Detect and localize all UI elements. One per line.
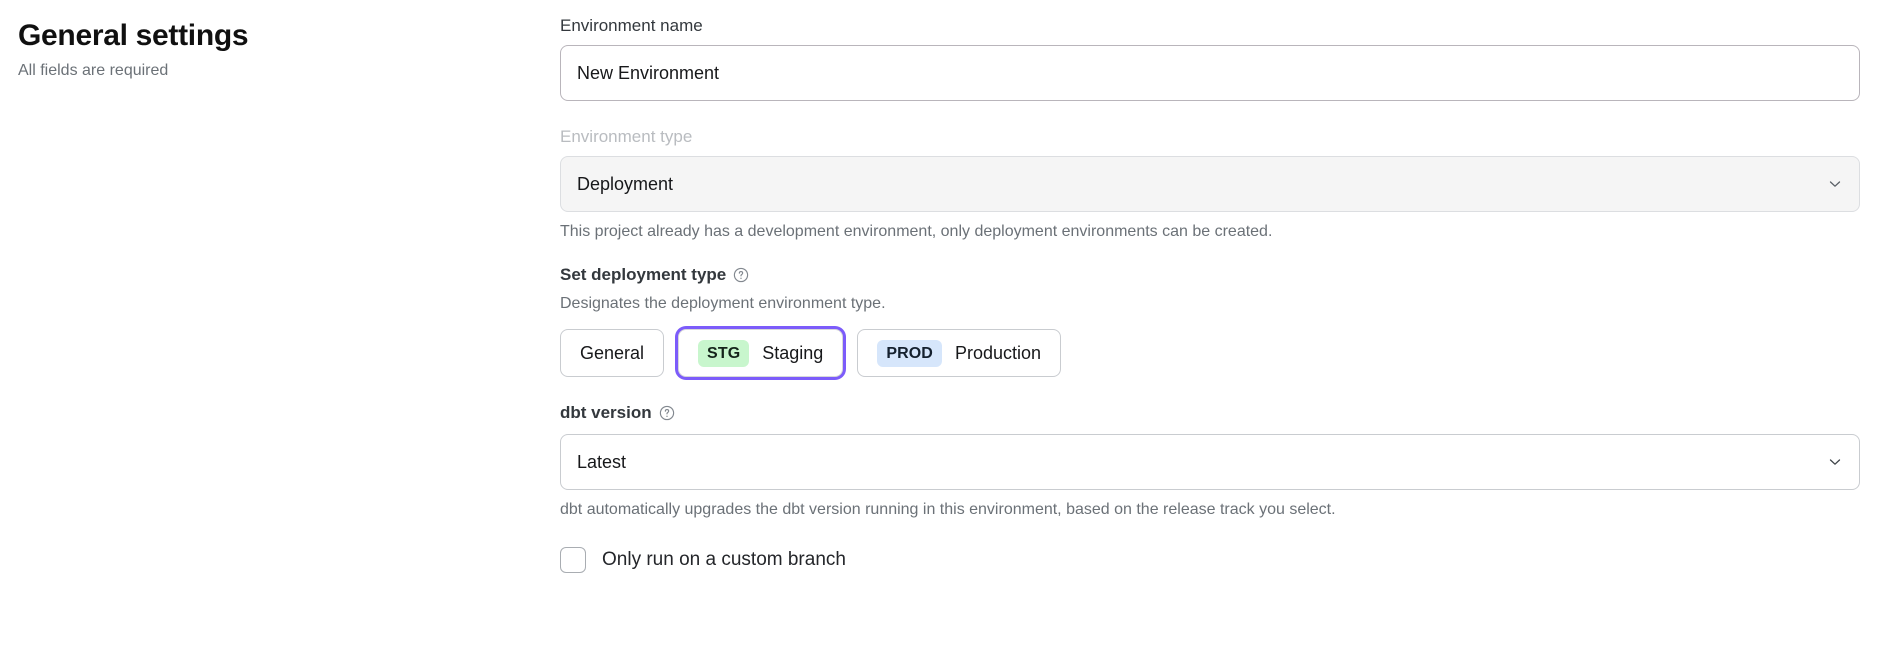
staging-badge: STG [698, 339, 750, 367]
deployment-type-option-staging-label: Staging [762, 342, 824, 363]
question-circle-icon[interactable] [659, 405, 675, 421]
deployment-type-option-staging[interactable]: STG Staging [678, 329, 844, 377]
deployment-type-option-general[interactable]: General [560, 329, 665, 377]
deployment-type-option-general-label: General [580, 342, 645, 363]
custom-branch-row[interactable]: Only run on a custom branch [560, 547, 1860, 573]
chevron-down-icon [1827, 454, 1843, 470]
dbt-version-value: Latest [577, 451, 627, 472]
dbt-version-heading: dbt version [560, 401, 1860, 425]
deployment-type-heading: Set deployment type [560, 263, 1860, 287]
deployment-type-label: Set deployment type [560, 265, 727, 284]
environment-name-field: Environment name New Environment [560, 14, 1860, 101]
dbt-version-field: dbt version Latest dbt aut [560, 401, 1860, 521]
environment-type-field: Environment type Deployment This project… [560, 125, 1860, 243]
deployment-type-field: Set deployment type Designates the deplo… [560, 263, 1860, 377]
question-circle-icon[interactable] [733, 267, 749, 283]
page-title: General settings [18, 19, 249, 52]
environment-name-label: Environment name [560, 16, 703, 35]
custom-branch-checkbox[interactable] [560, 547, 586, 573]
deployment-type-option-production-label: Production [954, 342, 1042, 363]
environment-type-label: Environment type [560, 127, 693, 146]
deployment-type-description: Designates the deployment environment ty… [560, 295, 886, 312]
environment-name-input[interactable]: New Environment [560, 45, 1860, 101]
custom-branch-label: Only run on a custom branch [602, 549, 846, 570]
chevron-down-icon [1827, 176, 1843, 192]
dbt-version-select[interactable]: Latest [560, 434, 1860, 490]
environment-type-value: Deployment [577, 173, 674, 194]
environment-type-help-text: This project already has a development e… [560, 223, 1273, 240]
page-header: General settings All fields are required [18, 18, 518, 82]
environment-type-select[interactable]: Deployment [560, 156, 1860, 212]
deployment-type-options: General STG Staging PROD Production [560, 329, 1860, 377]
dbt-version-help-text: dbt automatically upgrades the dbt versi… [560, 501, 1336, 518]
page-subtitle: All fields are required [18, 62, 169, 79]
deployment-type-option-production[interactable]: PROD Production [857, 329, 1062, 377]
production-badge: PROD [877, 339, 942, 367]
dbt-version-label: dbt version [560, 403, 652, 422]
settings-form: Environment name New Environment Environ… [560, 14, 1860, 573]
